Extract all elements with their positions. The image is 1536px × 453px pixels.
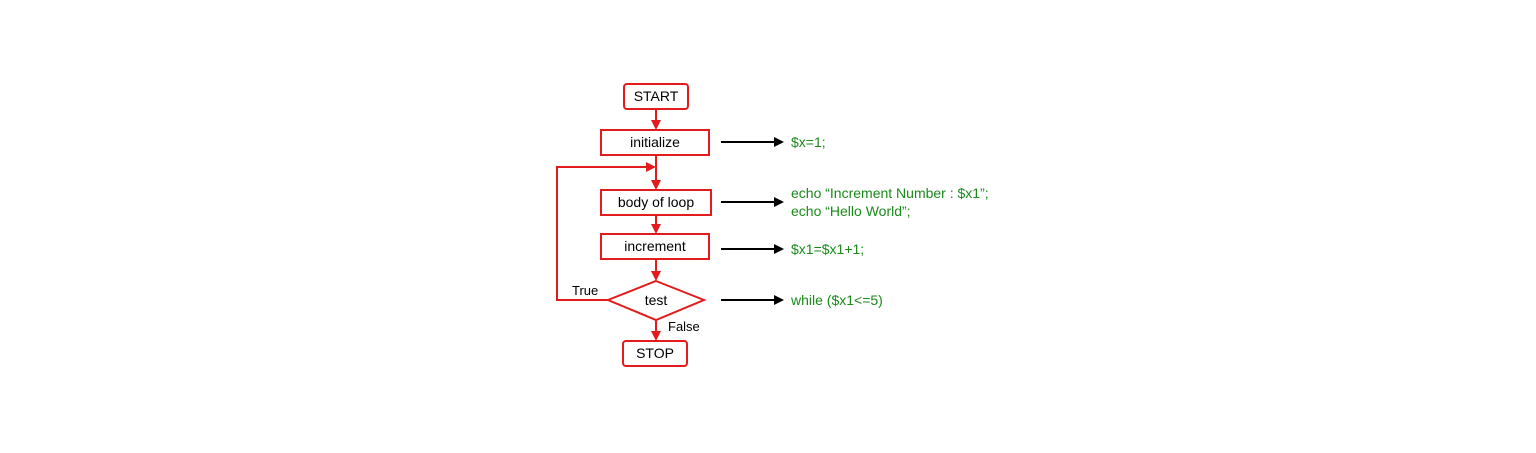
- test-label: test: [645, 292, 668, 308]
- code-body-line2: echo “Hello World”;: [791, 203, 911, 219]
- stop-label: STOP: [636, 345, 674, 361]
- body-node: body of loop: [600, 189, 712, 216]
- connector-true-loop: [556, 162, 656, 301]
- true-label: True: [572, 283, 598, 298]
- body-label: body of loop: [618, 194, 694, 210]
- code-initialize: $x=1;: [791, 134, 826, 150]
- code-body-line1: echo “Increment Number : $x1”;: [791, 185, 989, 201]
- stop-node: STOP: [622, 340, 688, 367]
- increment-label: increment: [624, 238, 686, 254]
- initialize-label: initialize: [630, 134, 680, 150]
- start-node: START: [623, 83, 689, 110]
- test-node: test: [605, 279, 707, 322]
- start-label: START: [634, 88, 679, 104]
- increment-node: increment: [600, 233, 710, 260]
- code-test: while ($x1<=5): [790, 292, 883, 308]
- code-increment: $x1=$x1+1;: [791, 241, 864, 257]
- false-label: False: [668, 319, 700, 334]
- initialize-node: initialize: [600, 129, 710, 156]
